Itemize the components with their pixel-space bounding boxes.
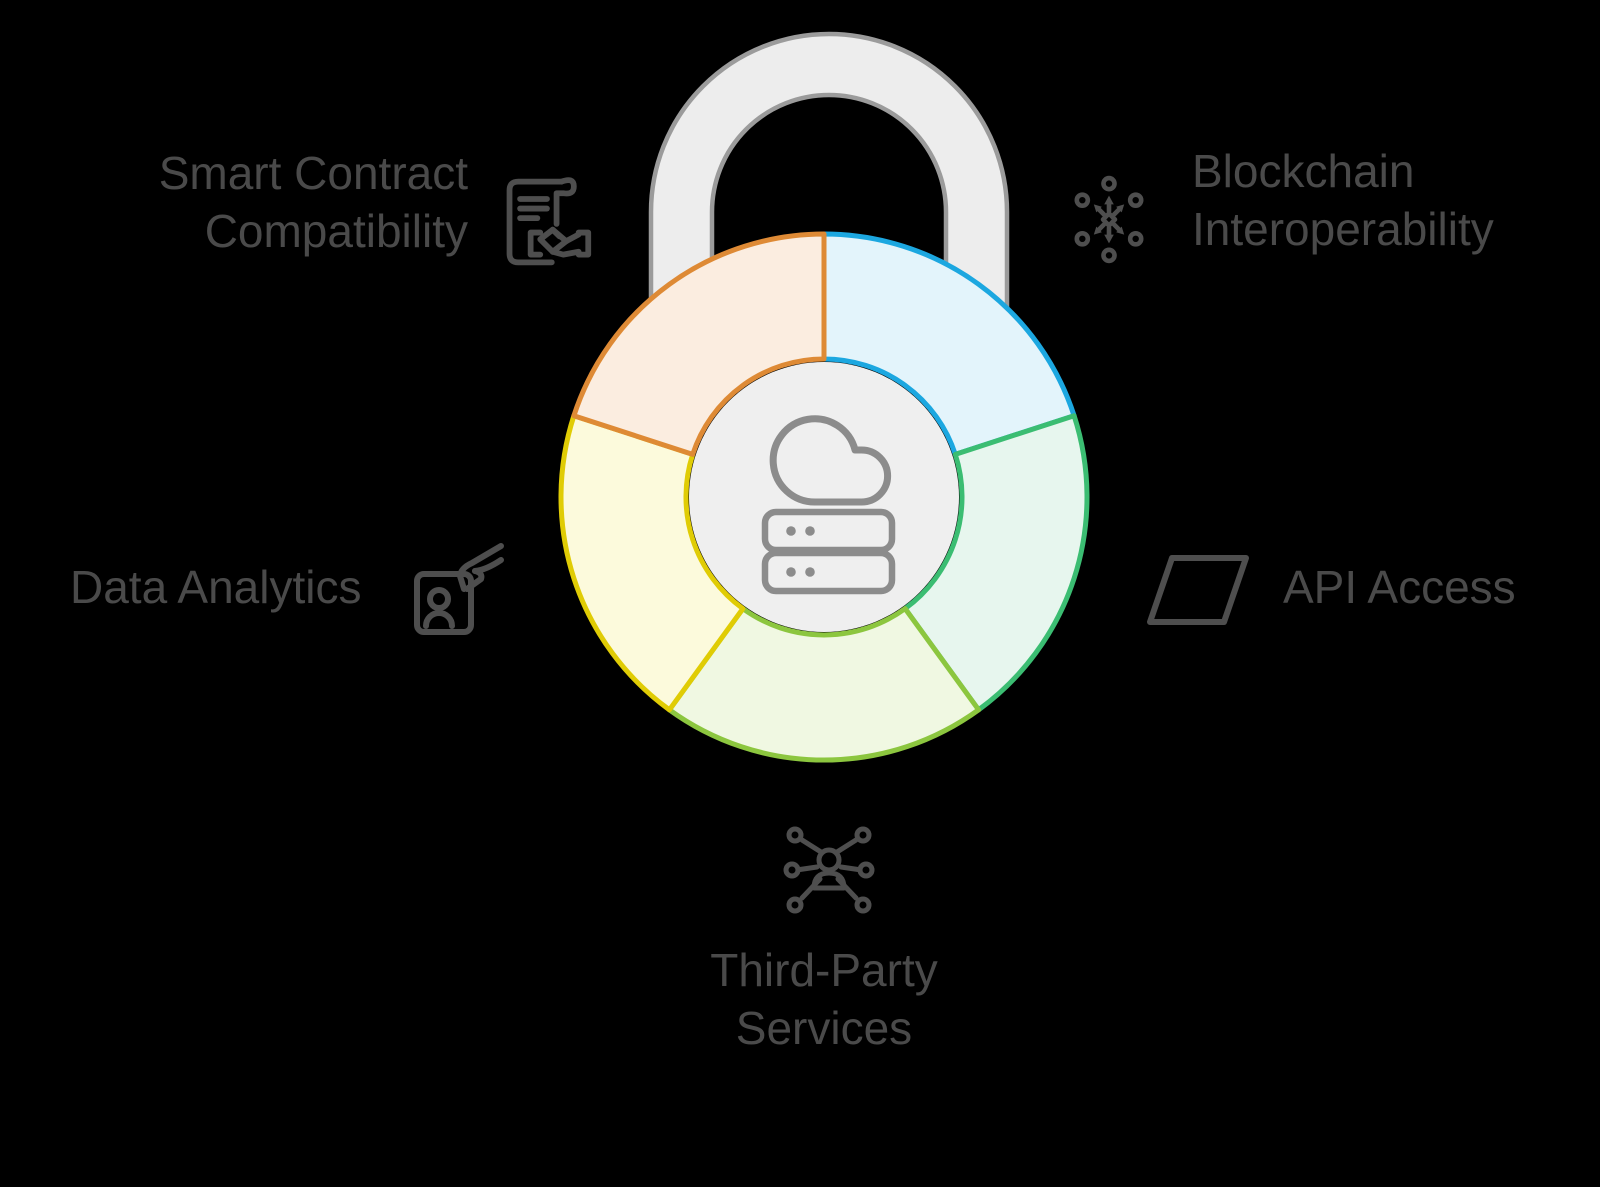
network-hub-arrows-icon — [1074, 175, 1144, 264]
segment-third-party-services — [666, 606, 982, 763]
label-data-analytics: Data Analytics — [70, 558, 361, 616]
label-third-party-services: Third-Party Services — [524, 941, 1124, 1057]
parallelogram-icon — [1147, 555, 1249, 625]
id-card-hand-icon — [414, 543, 504, 635]
person-network-icon — [783, 826, 875, 914]
segment-data-analytics — [558, 413, 746, 713]
label-line: Smart Contract — [158, 147, 468, 199]
label-line: Data Analytics — [70, 561, 362, 613]
label-smart-contract-compatibility: Smart Contract Compatibility — [159, 144, 468, 260]
segment-api-access — [902, 413, 1090, 713]
server-icon — [761, 508, 896, 595]
label-line: Interoperability — [1192, 203, 1494, 255]
label-line: Services — [735, 1002, 913, 1054]
label-api-access: API Access — [1283, 558, 1516, 616]
segment-blockchain-interoperability — [821, 231, 1077, 457]
label-blockchain-interoperability: Blockchain Interoperability — [1192, 142, 1494, 258]
label-line: Compatibility — [204, 205, 468, 257]
cloud-icon — [769, 415, 892, 506]
label-line: API Access — [1283, 561, 1516, 613]
label-line: Third-Party — [710, 944, 938, 996]
contract-document-handshake-icon — [506, 177, 592, 266]
segment-smart-contract-compatibility — [571, 231, 827, 457]
padlock-shackle — [648, 31, 1010, 403]
label-line: Blockchain — [1192, 145, 1415, 197]
